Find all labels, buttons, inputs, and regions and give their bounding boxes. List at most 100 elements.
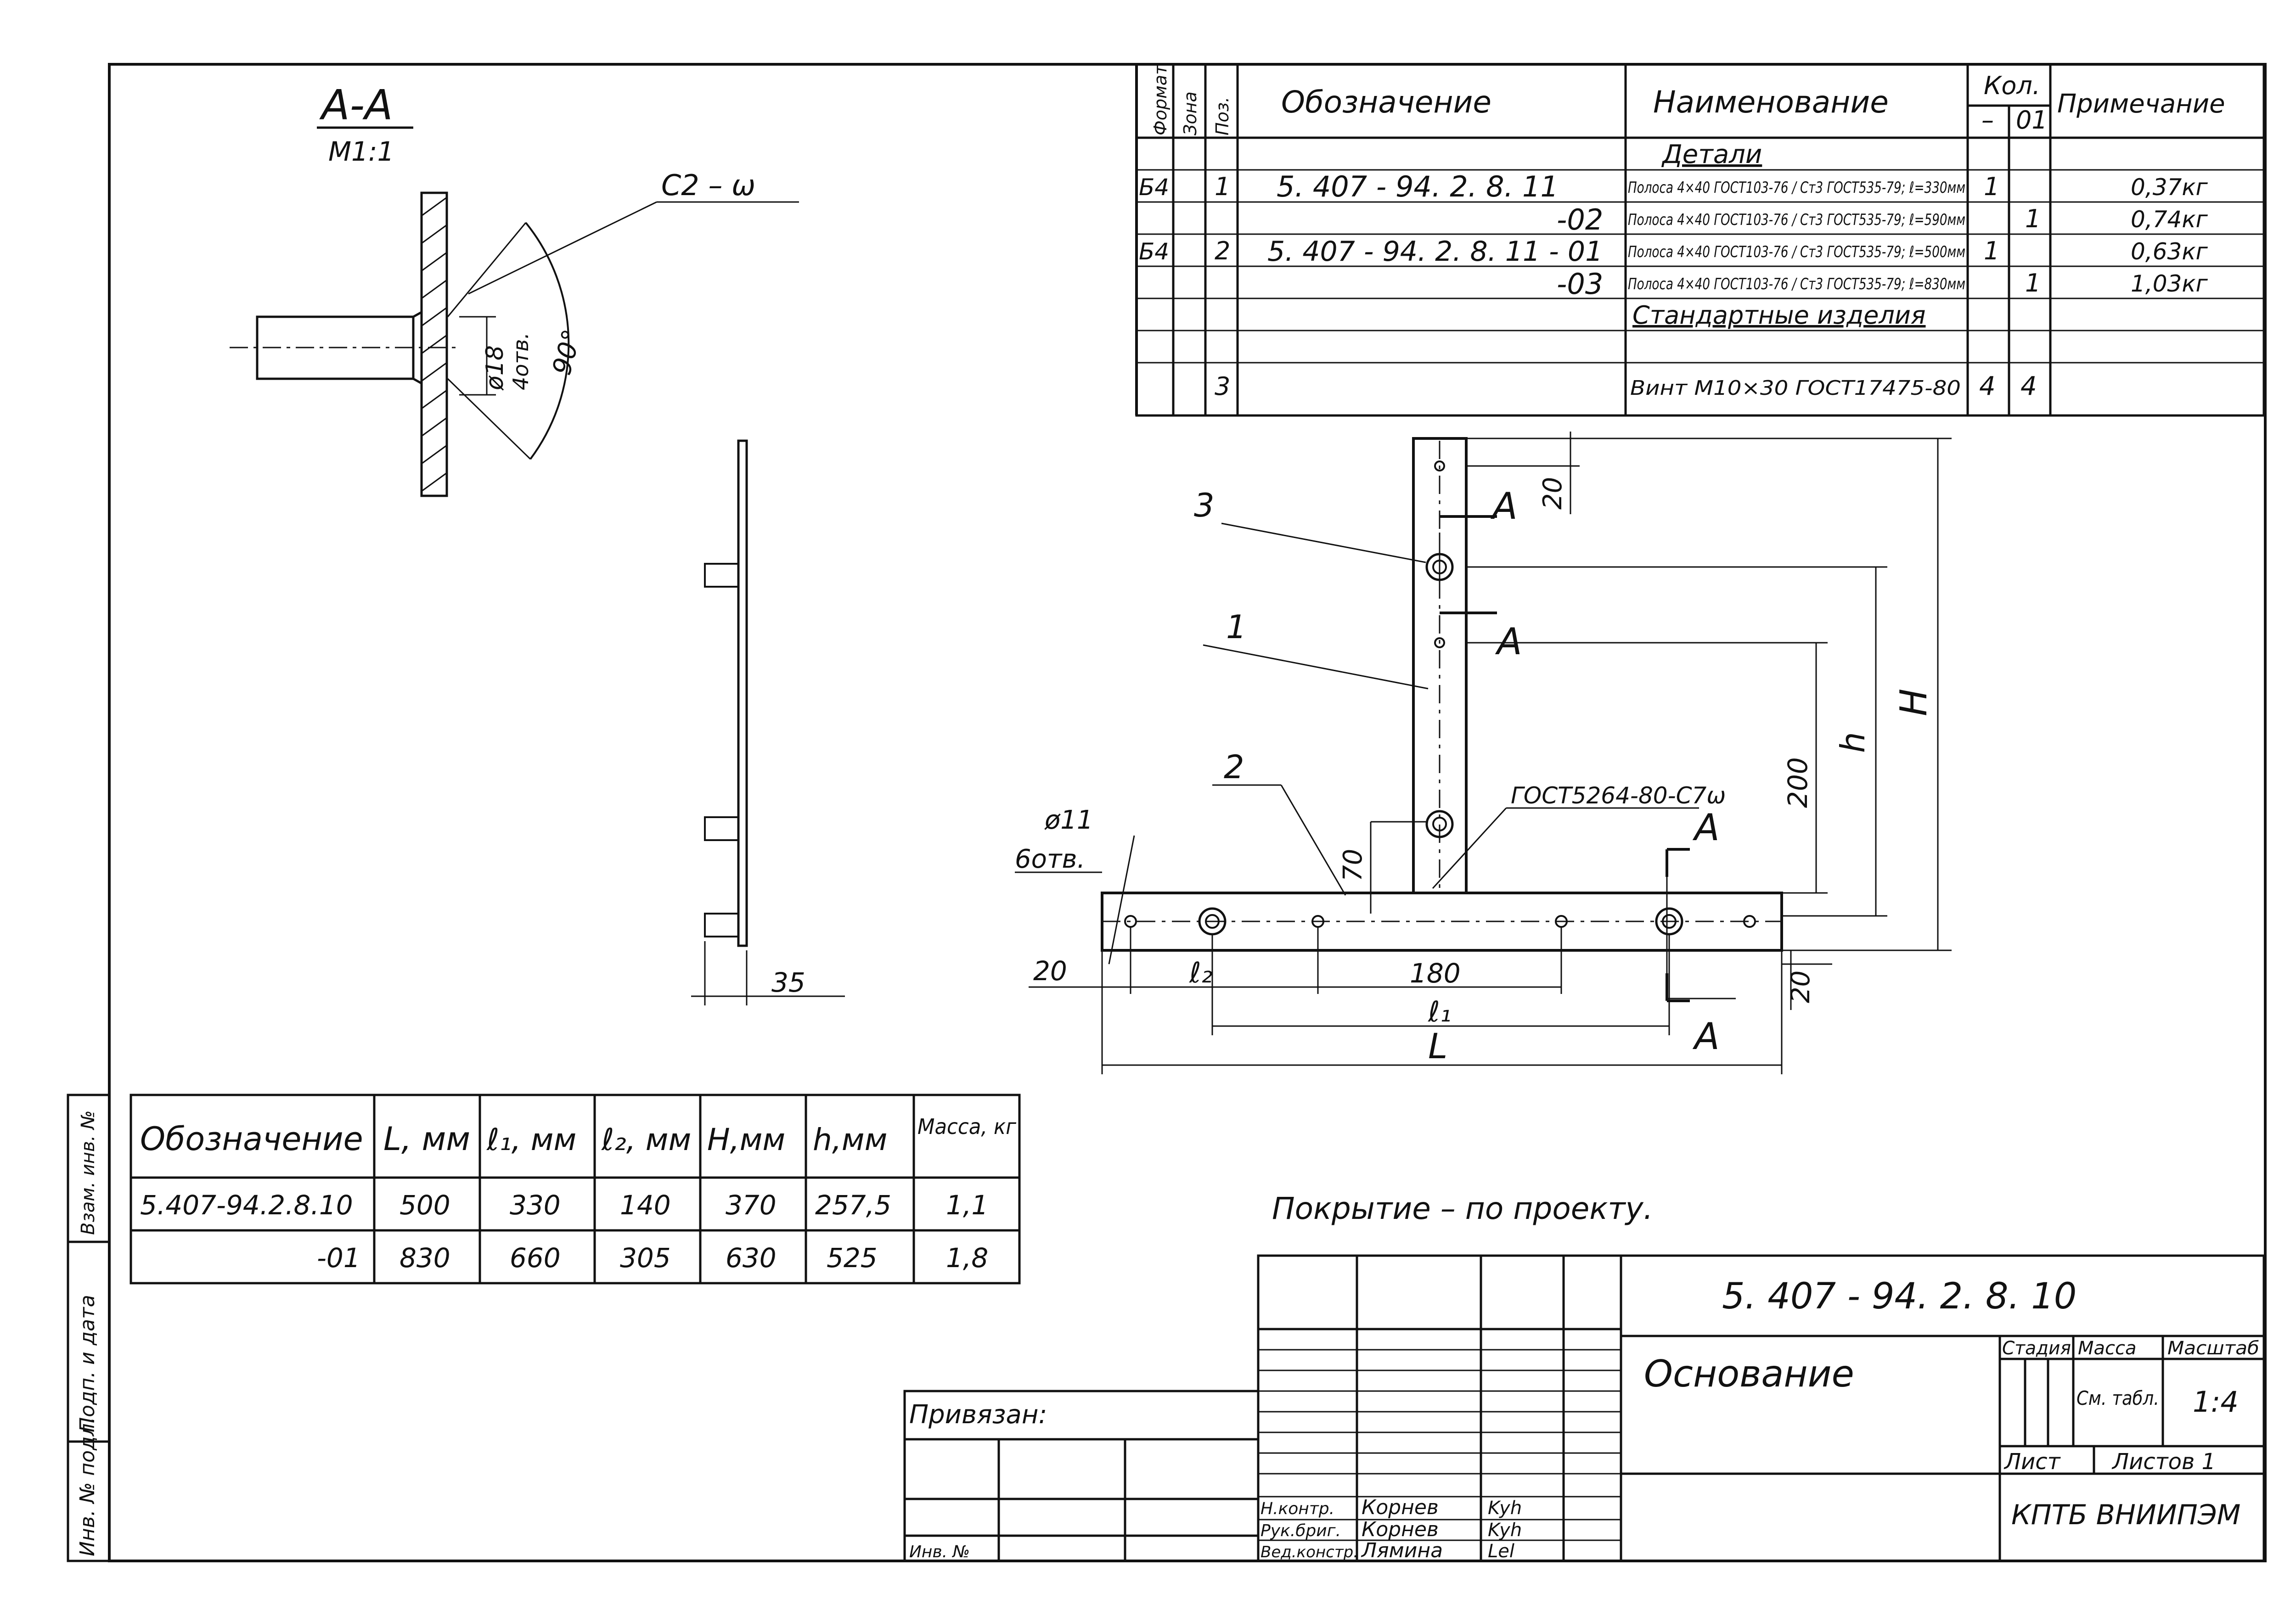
spec-header-pos: Поз. <box>1212 97 1232 135</box>
spec-row-pos: 1 <box>1215 172 1230 201</box>
cut-marker-A-2: А <box>1495 620 1522 663</box>
spec-row-pos: 2 <box>1215 236 1230 265</box>
section-scale: М1:1 <box>328 136 394 167</box>
organization: КПТБ ВНИИПЭМ <box>2011 1499 2240 1531</box>
spec-table: Формат Зона Поз. Обозначение Наименовани… <box>1135 63 2265 417</box>
variants-header: h,мм <box>813 1122 887 1157</box>
spec-row-name: Полоса 4×40 ГОСТ103-76 / Ст3 ГОСТ535-79;… <box>1628 243 1965 261</box>
dim-200: 200 <box>1782 757 1813 808</box>
hole <box>1555 915 1568 928</box>
variants-header: H,мм <box>707 1122 785 1157</box>
hole <box>1124 915 1137 928</box>
spec-header-format: Формат <box>1150 64 1171 135</box>
signer-role: Вед.констр. <box>1261 1543 1358 1561</box>
variants-table: Обозначение L, мм ℓ₁, мм ℓ₂, мм H,мм h,м… <box>129 1094 1021 1285</box>
dim-H: H <box>1892 689 1935 716</box>
spec-row-q2: 1 <box>2025 204 2041 233</box>
variants-cell: 500 <box>400 1190 450 1221</box>
variants-header: ℓ₂, мм <box>601 1122 691 1157</box>
mass-label: Масса <box>2078 1338 2137 1359</box>
variants-header: Масса, кг <box>917 1114 1017 1139</box>
signer-signature: Lel <box>1488 1541 1514 1562</box>
spec-row-name: Стандартные изделия <box>1632 301 1926 330</box>
hole <box>1311 915 1324 928</box>
section-a-a: А-А М1:1 ø18 4отв. 90 <box>230 81 799 497</box>
scale-value: 1:4 <box>2193 1385 2239 1419</box>
holes-dia: ø11 <box>1044 805 1093 835</box>
section-weld-label: С2 – ω <box>661 168 755 202</box>
position-2: 2 <box>1224 748 1244 786</box>
bolt-head <box>1425 810 1454 838</box>
cut-marker-A-1: А <box>1490 485 1518 528</box>
spec-row-q2: 1 <box>2025 269 2041 297</box>
variants-header: Обозначение <box>140 1120 363 1158</box>
mass-value: См. табл. <box>2077 1387 2159 1409</box>
spec-row-q1: 1 <box>1984 172 1999 201</box>
variants-cell: 1,1 <box>946 1190 988 1221</box>
privyazan-label: Привязан: <box>909 1400 1047 1430</box>
dim-L: L <box>1428 1026 1447 1066</box>
variants-cell: 330 <box>510 1190 561 1221</box>
spec-row-format: Б4 <box>1139 174 1169 201</box>
spec-header-note: Примечание <box>2057 89 2225 119</box>
spec-row-name: Винт М10×30 ГОСТ17475-80 <box>1630 376 1961 400</box>
section-hole-count: 4отв. <box>508 332 533 390</box>
dim-20-left: 20 <box>1033 955 1067 987</box>
variants-header: L, мм <box>383 1120 470 1158</box>
dim-180: 180 <box>1410 958 1461 989</box>
variants-cell: 660 <box>510 1242 561 1274</box>
position-3: 3 <box>1194 487 1215 524</box>
cut-marker-A-3: А <box>1692 806 1720 849</box>
hole <box>1743 915 1756 928</box>
side-stamp-replace: Взам. инв. № <box>78 1110 99 1235</box>
hole <box>1434 637 1445 648</box>
title-block: 5. 407 - 94. 2. 8. 10 Основание Стадия М… <box>1257 1254 2265 1562</box>
dim-20-right: 20 <box>1786 971 1816 1003</box>
variants-cell: 525 <box>827 1242 878 1274</box>
weld-note: ГОСТ5264-80-С7ω <box>1511 782 1726 809</box>
signer-name: Корнев <box>1362 1518 1439 1541</box>
dim-20-top: 20 <box>1538 477 1568 510</box>
spec-header-qty-base: – <box>1981 106 1994 135</box>
signer-signature: Kyh <box>1488 1520 1522 1541</box>
variants-cell: 830 <box>400 1242 450 1274</box>
hole <box>1434 460 1445 471</box>
cut-marker-A-4: А <box>1692 1015 1720 1058</box>
spec-row-designation: -02 <box>1557 203 1603 236</box>
variants-cell: -01 <box>317 1242 360 1274</box>
spec-row-q2: 4 <box>2020 371 2037 401</box>
spec-row-note: 0,37кг <box>2131 174 2208 201</box>
variants-cell: 1,8 <box>946 1242 988 1274</box>
holes-count: 6отв. <box>1015 844 1085 874</box>
variants-cell: 630 <box>726 1242 777 1274</box>
spec-header-qty: Кол. <box>1984 71 2040 100</box>
section-angle: 90° <box>547 326 587 378</box>
section-hole-dia: ø18 <box>481 345 509 391</box>
sheet-label: Лист <box>2003 1449 2061 1475</box>
side-view: 35 <box>691 439 845 1005</box>
spec-row-designation: -03 <box>1557 267 1603 301</box>
spec-row-note: 0,63кг <box>2131 238 2208 265</box>
variants-cell: 5.407-94.2.8.10 <box>140 1190 353 1221</box>
variants-cell: 305 <box>620 1242 671 1274</box>
variants-cell: 370 <box>726 1190 777 1221</box>
variants-header: ℓ₁, мм <box>486 1122 576 1157</box>
main-view: H h 200 20 20 А А А А ГОСТ5264-80-С7ω <box>1015 432 1952 1074</box>
variants-cell: 257,5 <box>815 1190 891 1221</box>
scale-label: Масштаб <box>2167 1338 2259 1359</box>
dim-l1: ℓ₁ <box>1428 995 1451 1028</box>
dim-h: h <box>1834 732 1872 753</box>
privyazan-block: Привязан: Инв. № <box>903 1390 1260 1562</box>
stage-label: Стадия <box>2002 1338 2071 1359</box>
signer-signature: Kyh <box>1488 1498 1522 1519</box>
dim-l2: ℓ₂ <box>1189 956 1212 989</box>
spec-row-format: Б4 <box>1139 238 1169 265</box>
doc-name: Основание <box>1644 1352 1854 1395</box>
sheets-label: Листов 1 <box>2111 1449 2216 1475</box>
spec-row-q1: 1 <box>1984 236 1999 265</box>
signer-name: Лямина <box>1361 1539 1443 1562</box>
spec-header-name: Наименование <box>1653 84 1889 120</box>
signer-role: Рук.бриг. <box>1261 1521 1341 1540</box>
doc-number: 5. 407 - 94. 2. 8. 10 <box>1722 1276 2077 1317</box>
